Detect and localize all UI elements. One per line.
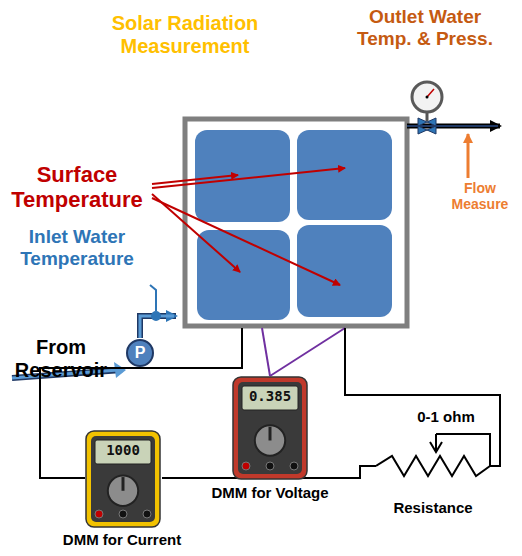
leader-arrows — [152, 168, 345, 285]
resistor-label: Resistance — [370, 499, 496, 516]
valve-gauge — [412, 82, 442, 134]
meter-label: DMM for Current — [42, 531, 202, 548]
display-reading: 1000 — [85, 442, 161, 458]
label: Flow Measure — [440, 180, 520, 212]
voltage-probe-wires — [262, 328, 345, 376]
ammeter: 1000DMM for Current — [42, 430, 202, 552]
label: From Reservoir — [2, 336, 120, 382]
display-reading: 0.385 — [232, 388, 308, 404]
label: Outlet Water Temp. & Press. — [340, 6, 510, 50]
pump-label: P — [125, 338, 155, 368]
sensor-leader — [150, 285, 156, 311]
solar-cell — [297, 130, 392, 220]
meter-label: DMM for Voltage — [205, 484, 335, 501]
temp-sensor — [151, 311, 161, 321]
label: Inlet Water Temperature — [2, 226, 152, 270]
resistance-range: 0-1 ohm — [396, 408, 496, 425]
pump-circle: P — [125, 338, 155, 368]
label: Solar Radiation Measurement — [100, 12, 270, 58]
panel-frame — [185, 119, 407, 326]
solar-cell — [197, 230, 290, 320]
variable-resistor: 0-1 ohmResistance — [376, 404, 496, 526]
circuit-wires — [40, 328, 500, 478]
label: Surface Temperature — [2, 162, 152, 213]
flow-arrow — [467, 134, 470, 178]
voltmeter: 0.385DMM for Voltage — [205, 376, 335, 504]
